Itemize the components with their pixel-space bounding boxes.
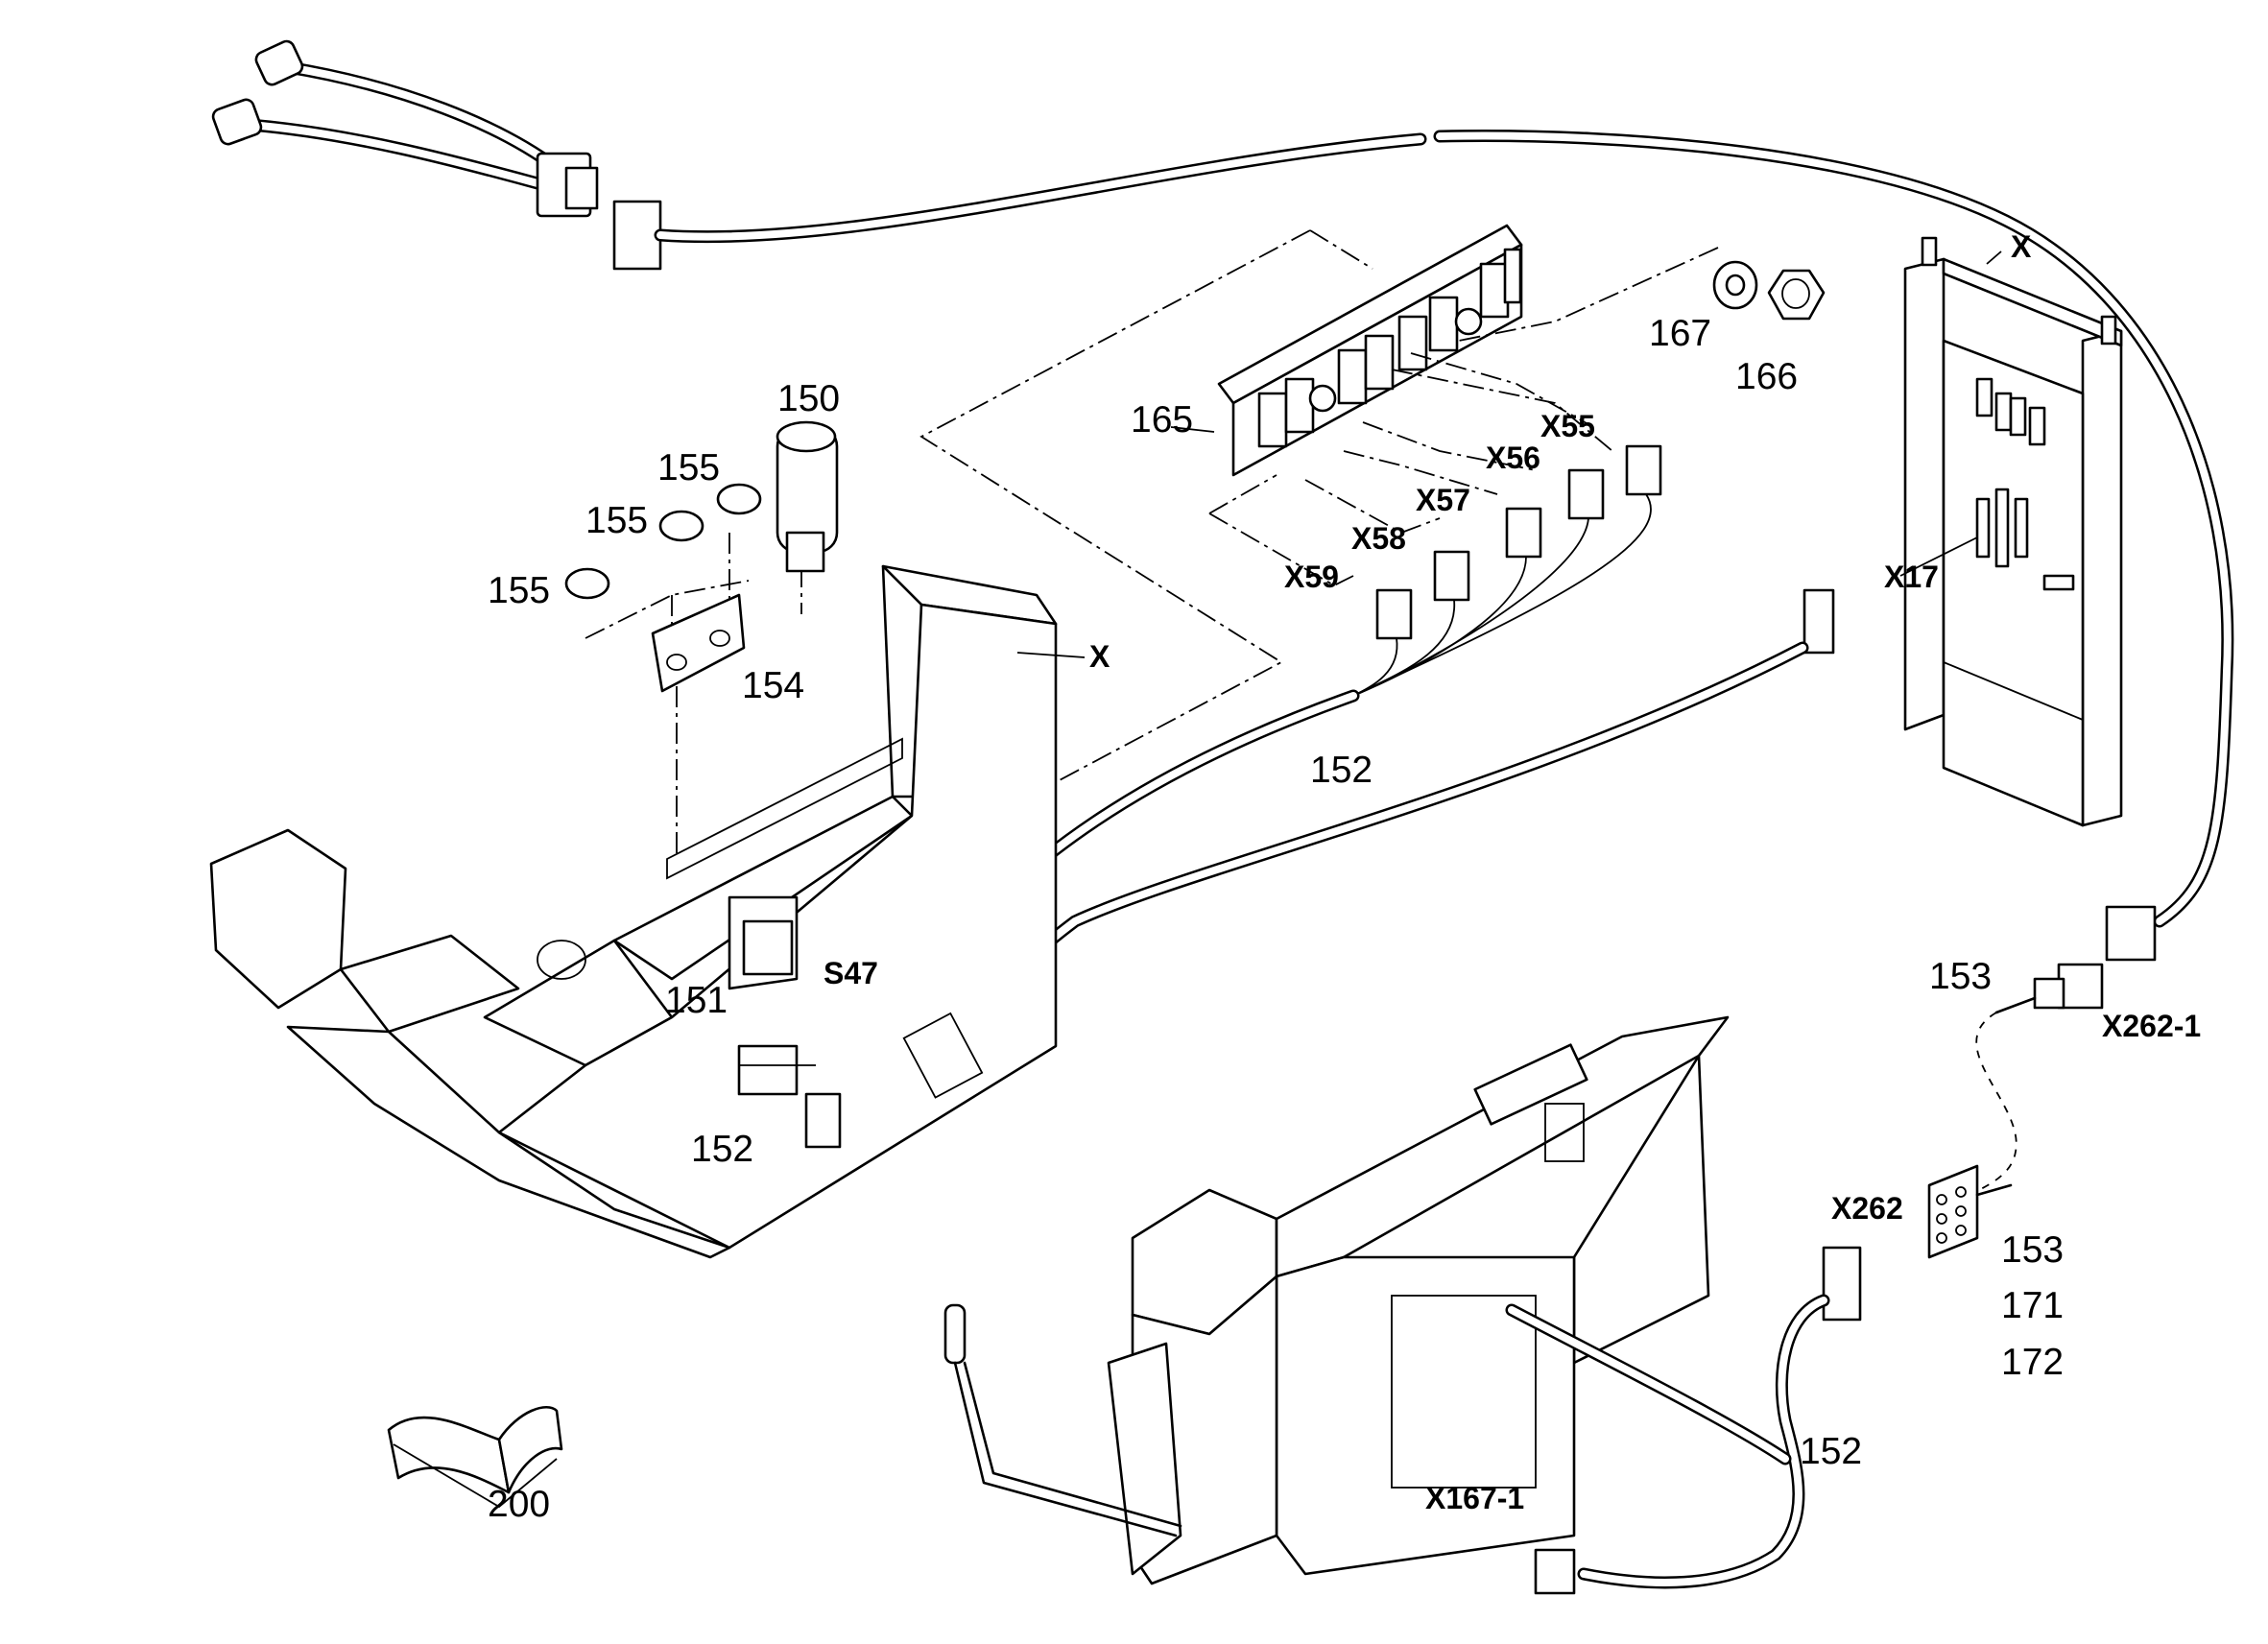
callout-153-top: 153 xyxy=(1929,956,1992,997)
callout-s47: S47 xyxy=(824,956,878,990)
connector-x262-1 xyxy=(1994,905,2157,1014)
connector-153-171-172 xyxy=(1927,1164,2013,1259)
connector-x262 xyxy=(1505,1246,1862,1595)
callout-x58: X58 xyxy=(1351,521,1406,556)
wire-153-dashed xyxy=(1938,1012,2017,1210)
callout-x59: X59 xyxy=(1284,560,1339,594)
callout-172: 172 xyxy=(2001,1342,2064,1383)
callout-x167-1: X167-1 xyxy=(1425,1481,1524,1515)
callout-151: 151 xyxy=(665,980,728,1021)
manual-200 xyxy=(387,1406,563,1509)
callout-x57: X57 xyxy=(1416,483,1470,517)
callout-200: 200 xyxy=(488,1484,550,1525)
buttons-155 xyxy=(564,483,762,600)
plate-154 xyxy=(651,593,746,693)
callout-155-left: 155 xyxy=(488,570,550,611)
callout-x-panel: X xyxy=(2011,229,2032,264)
callout-x262-1: X262-1 xyxy=(2102,1009,2201,1043)
callout-153-bot: 153 xyxy=(2001,1229,2064,1271)
callout-x-console: X xyxy=(1089,639,1110,674)
callout-leaders xyxy=(1016,250,2002,658)
console-x xyxy=(209,564,1058,1259)
switch-150 xyxy=(776,420,839,573)
callout-165: 165 xyxy=(1131,399,1193,441)
control-unit xyxy=(1107,1015,1730,1585)
callout-labels: 150 155 155 155 154 165 167 166 X X X55 … xyxy=(488,229,2201,1525)
callout-152-left: 152 xyxy=(691,1129,753,1170)
callout-x55: X55 xyxy=(1540,409,1595,443)
assembly-lines xyxy=(585,229,1719,859)
connectors-x55-x59 xyxy=(1352,444,1662,697)
callout-x17: X17 xyxy=(1884,560,1939,594)
callout-x56: X56 xyxy=(1486,441,1540,475)
lever xyxy=(943,1303,1182,1537)
callout-171: 171 xyxy=(2001,1285,2064,1326)
switch-panel-165 xyxy=(1217,224,1523,477)
callout-150: 150 xyxy=(777,378,840,419)
callout-166: 166 xyxy=(1735,356,1798,397)
callout-152-mid: 152 xyxy=(1310,750,1373,791)
hose-assembly xyxy=(211,39,2234,928)
callout-154: 154 xyxy=(742,665,804,706)
callout-155-top: 155 xyxy=(657,447,720,488)
nut-washer xyxy=(1712,260,1826,321)
callout-x262: X262 xyxy=(1831,1191,1903,1226)
ecu-panel-x xyxy=(1903,236,2123,827)
callout-152-right: 152 xyxy=(1800,1431,1862,1472)
callout-155-mid: 155 xyxy=(585,500,648,541)
callout-167: 167 xyxy=(1649,313,1711,354)
